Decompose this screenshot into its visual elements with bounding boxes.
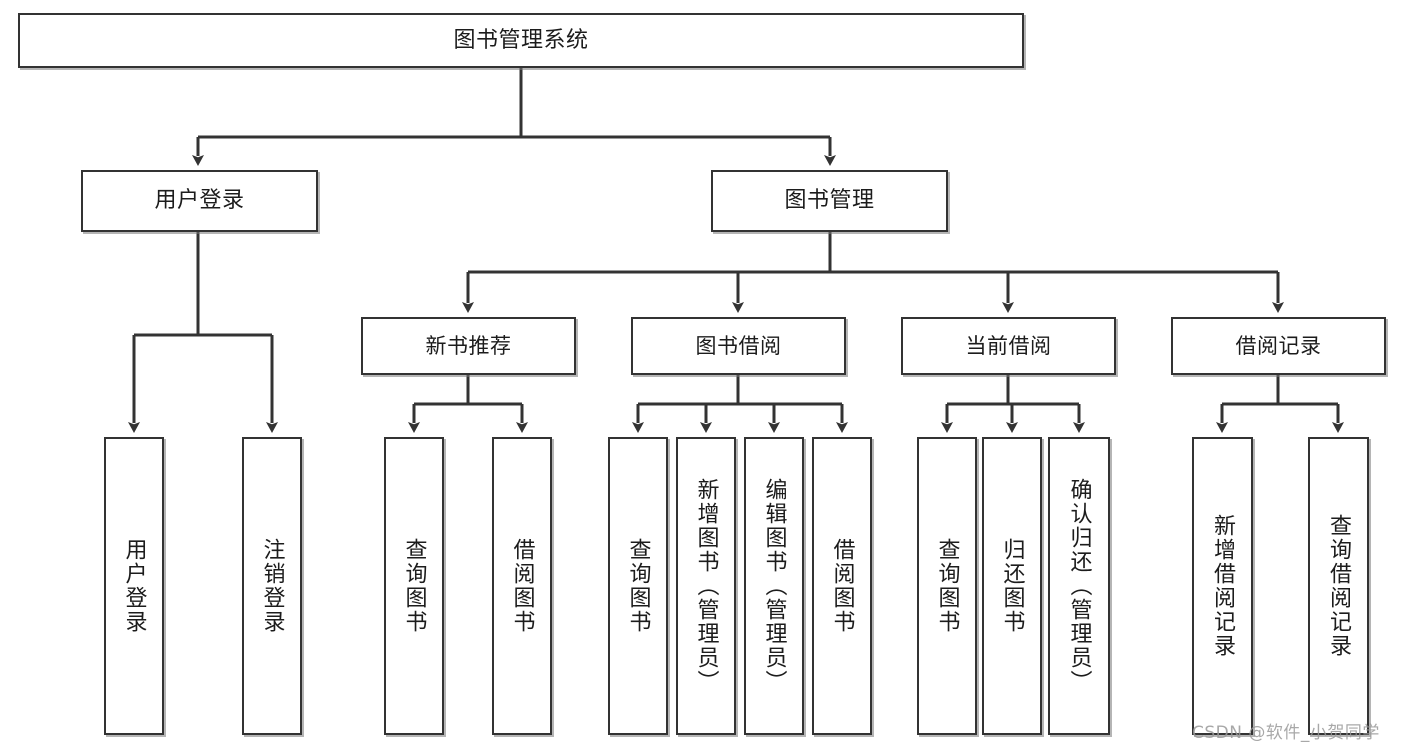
node-label: 图书管理 [784,188,875,214]
node-label: 图书管理系统 [453,27,589,53]
leaf-query-book-current[interactable]: 查询图书 [917,437,977,735]
node-label: 归还图书 [999,538,1025,634]
leaf-borrow-book[interactable]: 借阅图书 [812,437,872,735]
node-label: 查询借阅记录 [1326,514,1352,658]
node-book-borrow[interactable]: 图书借阅 [631,317,846,375]
node-user-login[interactable]: 用户登录 [81,170,318,232]
node-label: 图书借阅 [695,333,782,358]
watermark: CSDN @软件_小贺同学 [1192,723,1380,743]
node-label: 查询图书 [625,538,651,634]
leaf-add-book-admin[interactable]: 新增图书（管理员） [676,437,736,735]
node-label: 编辑图书（管理员） [761,478,787,694]
node-new-book-recommend[interactable]: 新书推荐 [361,317,576,375]
node-borrow-record[interactable]: 借阅记录 [1171,317,1386,375]
leaf-add-borrow-record[interactable]: 新增借阅记录 [1192,437,1253,735]
node-label: 新增借阅记录 [1210,514,1236,658]
leaf-query-book-borrow[interactable]: 查询图书 [608,437,668,735]
leaf-query-borrow-record[interactable]: 查询借阅记录 [1308,437,1369,735]
leaf-borrow-book-recommend[interactable]: 借阅图书 [492,437,552,735]
node-label: 用户登录 [154,188,245,214]
node-label: 查询图书 [934,538,960,634]
node-label: 借阅图书 [829,538,855,634]
node-book-management[interactable]: 图书管理 [711,170,948,232]
node-current-borrow[interactable]: 当前借阅 [901,317,1116,375]
leaf-edit-book-admin[interactable]: 编辑图书（管理员） [744,437,804,735]
leaf-query-book-recommend[interactable]: 查询图书 [384,437,444,735]
leaf-logout[interactable]: 注销登录 [242,437,302,735]
node-label: 新书推荐 [425,333,512,358]
leaf-confirm-return-admin[interactable]: 确认归还（管理员） [1048,437,1110,735]
leaf-return-book[interactable]: 归还图书 [982,437,1042,735]
node-label: 当前借阅 [965,333,1052,358]
node-label: 借阅图书 [509,538,535,634]
node-label: 确认归还（管理员） [1066,478,1092,694]
node-label: 新增图书（管理员） [693,478,719,694]
node-label: 借阅记录 [1235,333,1322,358]
node-root-book-management-system[interactable]: 图书管理系统 [18,13,1024,68]
node-label: 查询图书 [401,538,427,634]
leaf-user-login[interactable]: 用户登录 [104,437,164,735]
node-label: 注销登录 [259,538,285,634]
node-label: 用户登录 [121,538,147,634]
